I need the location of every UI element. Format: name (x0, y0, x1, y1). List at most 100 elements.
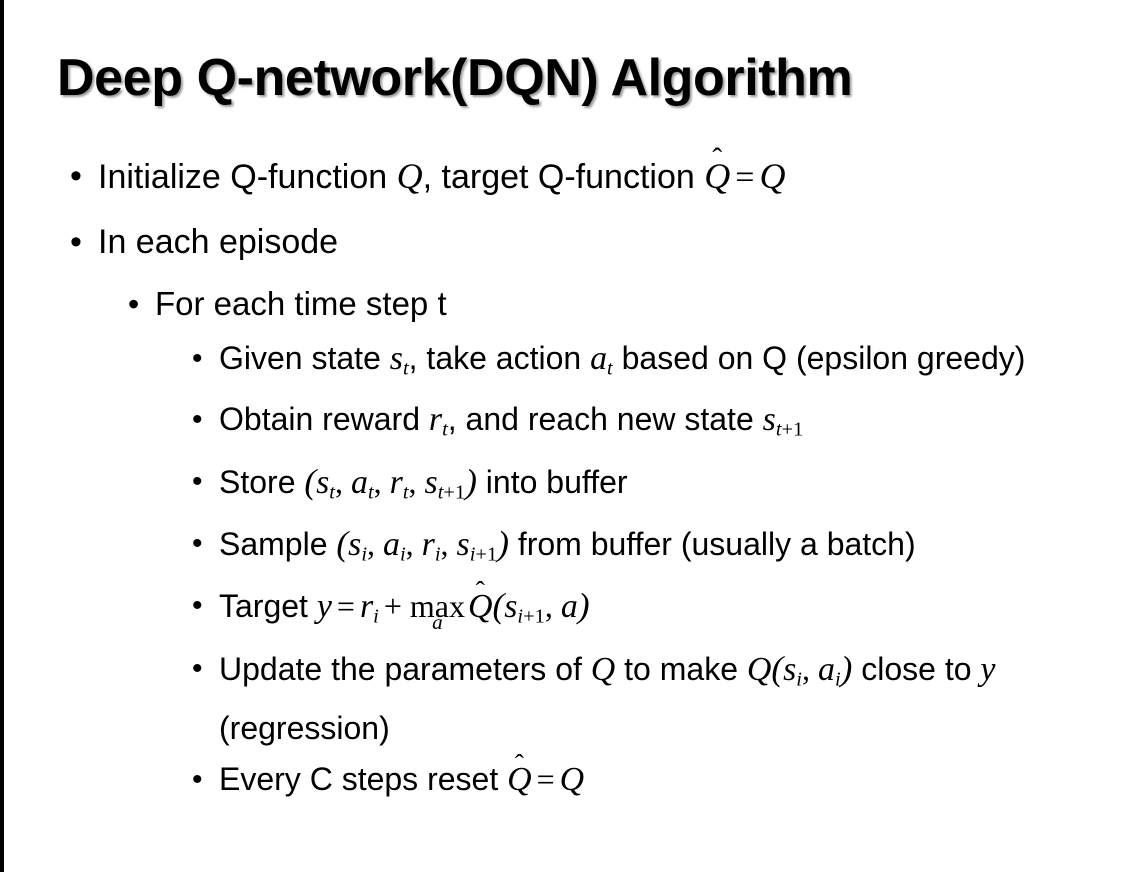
math-subscript-t: t (402, 480, 409, 503)
bullet-text-store-tuple: Store (st, at, rt, st+1) into buffer (219, 457, 1104, 517)
math-var-r: r (389, 463, 403, 501)
math-subscript-t: t (442, 418, 448, 441)
bullet-marker: • (70, 223, 82, 261)
math-comma: , (334, 463, 351, 500)
subscript-op: + (475, 543, 487, 566)
bullet-item-target-equation: • Target y=ri+maxâQ(si+1, a) (0, 581, 1124, 641)
text-segment: from buffer (usually a batch) (508, 525, 916, 562)
math-var-q-hat: ̂Q (704, 158, 730, 194)
math-var-a: a (350, 463, 368, 501)
math-base: Q (507, 760, 532, 798)
bullet-item-given-state: • Given state st, take action at based o… (0, 334, 1124, 393)
math-var-a: a (817, 650, 835, 688)
math-var-s: s (783, 650, 797, 688)
text-segment: Store (219, 463, 305, 500)
bullet-marker: • (192, 651, 203, 685)
bullet-marker: • (192, 464, 203, 498)
math-var-s: s (504, 588, 518, 626)
subscript-op: + (443, 480, 455, 503)
subscript-num: 1 (486, 543, 498, 566)
bullet-marker: • (192, 526, 203, 560)
subscript-num: 1 (793, 418, 804, 441)
bullet-text-for-each-time-step: For each time step t (155, 285, 447, 322)
math-var-r: r (359, 588, 374, 626)
math-subscript-i: i (834, 667, 841, 690)
bullet-text-update-parameters: Update the parameters of Q to make Q(si,… (219, 644, 1104, 753)
page-title: Deep Q-network(DQN) Algorithm (57, 49, 853, 107)
math-var-q: Q (559, 760, 585, 798)
bullet-marker: • (70, 157, 82, 195)
bullet-marker: • (192, 403, 203, 437)
subscript-var: t (437, 480, 444, 503)
math-var-q-hat: ̂Q (507, 760, 532, 798)
subscript-var: i (469, 543, 476, 566)
bullet-text-in-each-episode: In each episode (98, 223, 339, 261)
math-var-y: y (316, 588, 332, 626)
subscript-op: + (781, 418, 794, 441)
text-segment: close to (852, 650, 981, 687)
bullet-item-for-each-time-step: • For each time step t (0, 276, 1124, 332)
math-paren-close: ) (840, 648, 853, 688)
text-segment: into buffer (476, 463, 628, 500)
math-comma: , (408, 463, 425, 500)
math-comma: , (544, 588, 561, 625)
bullet-marker: • (192, 589, 203, 623)
bullet-text-reset-target: Every C steps reset ̂Q=Q (219, 755, 1104, 804)
math-paren-open: ( (492, 586, 505, 626)
subscript-var: t (775, 418, 782, 441)
text-segment: Given state (219, 340, 390, 376)
text-segment: , target Q-function (422, 158, 705, 196)
math-base: Q (704, 156, 731, 196)
bullet-item-update-parameters: • Update the parameters of Q to make Q(s… (0, 644, 1124, 753)
max-label: max (409, 588, 465, 625)
math-var-s: s (389, 340, 403, 377)
text-segment: to make (615, 650, 747, 687)
math-var-s-next: s (424, 463, 438, 501)
bullet-text-initialize: Initialize Q-function Q, target Q-functi… (98, 146, 1124, 208)
subscript-var: i (517, 605, 524, 628)
math-var-s: s (348, 525, 362, 563)
math-var-s-next: s (456, 525, 470, 563)
math-subscript-i: i (373, 605, 379, 628)
math-subscript-i: i (361, 543, 367, 566)
math-subscript-t-plus-1: t+1 (776, 419, 803, 441)
math-comma: , (367, 525, 383, 562)
math-subscript-t: t (402, 357, 409, 380)
bullet-marker: • (192, 342, 203, 375)
bullet-item-in-each-episode: • In each episode (0, 212, 1124, 272)
math-base: Q (467, 588, 493, 626)
math-comma: , (405, 525, 422, 562)
math-plus: + (383, 588, 402, 625)
slide-left-edge-band (0, 0, 4, 872)
math-paren-close: ) (577, 586, 590, 626)
text-segment: , take action (408, 340, 591, 376)
subscript-op: + (523, 605, 535, 628)
math-var-s: s (762, 401, 776, 439)
math-var-q: Q (590, 650, 616, 688)
math-paren-close: ) (497, 523, 509, 563)
math-var-a: a (590, 340, 608, 377)
text-segment: Update the parameters of (219, 650, 591, 687)
text-segment: Target (219, 588, 317, 625)
math-subscript-t-plus-1: t+1 (438, 481, 465, 503)
subscript-num: 1 (534, 605, 545, 628)
bullet-text-sample-tuple: Sample (si, ai, ri, si+1) from buffer (u… (219, 519, 1104, 579)
math-subscript-i-plus-1: i+1 (470, 543, 497, 565)
math-subscript-i: i (434, 543, 441, 566)
math-comma: , (373, 463, 390, 500)
subscript-num: 1 (454, 480, 466, 503)
text-segment: Every C steps reset (219, 760, 508, 797)
math-subscript-t: t (367, 480, 374, 503)
bullet-item-store-tuple: • Store (st, at, rt, st+1) into buffer (0, 457, 1124, 517)
text-segment: Initialize Q-function (98, 158, 397, 196)
text-segment: Obtain reward (219, 401, 429, 438)
math-paren-open: ( (336, 523, 349, 563)
text-segment: , and reach new state (447, 401, 763, 438)
math-var-r: r (428, 401, 443, 439)
bullet-text-target-equation: Target y=ri+maxâQ(si+1, a) (219, 581, 1104, 641)
math-var-a: a (383, 525, 400, 563)
math-comma: , (801, 650, 818, 687)
math-equals: = (336, 588, 355, 625)
math-var-q-rhs: Q (759, 156, 786, 196)
